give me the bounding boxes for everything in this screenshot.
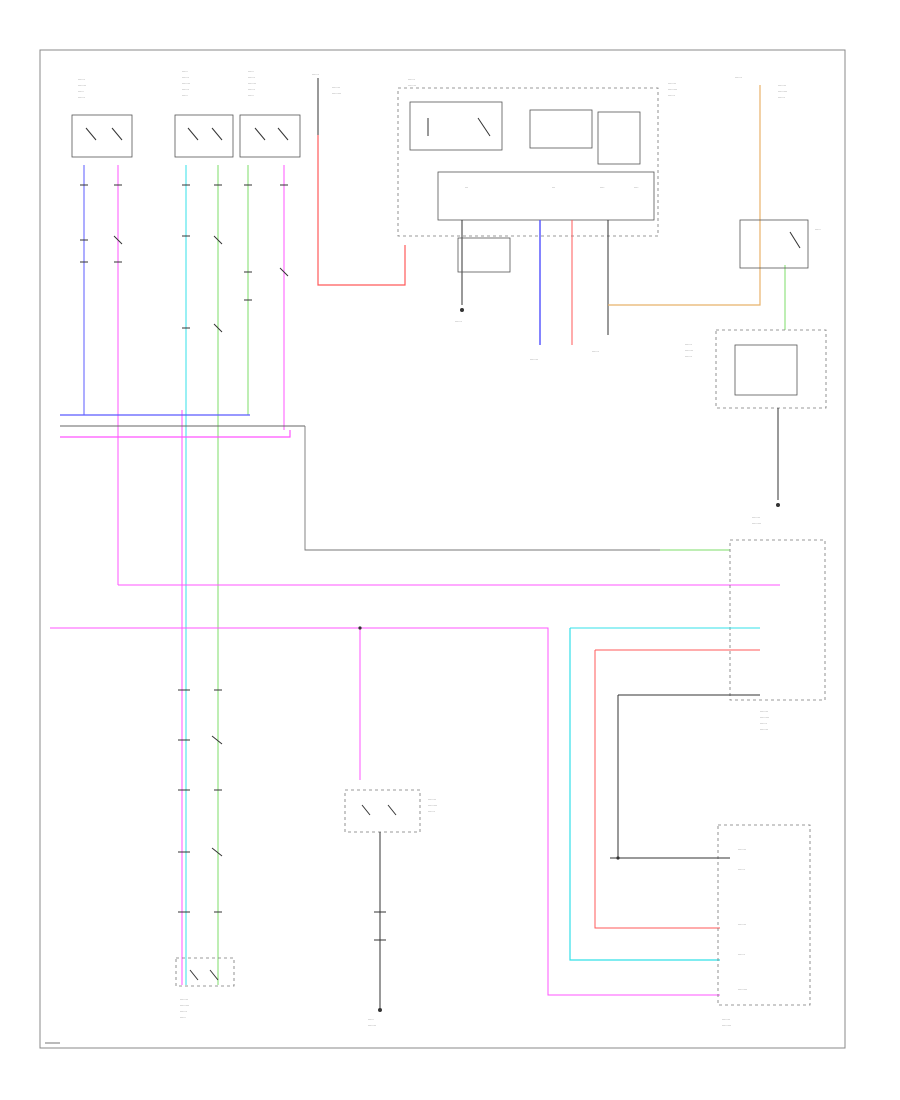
- svg-text:........: ........: [752, 521, 761, 525]
- component-left-2: ..... ...... ....... ...... .....: [174, 69, 234, 158]
- svg-text:.......: .......: [722, 1017, 730, 1021]
- svg-text:.......: .......: [428, 797, 436, 801]
- svg-text:.......: .......: [752, 515, 760, 519]
- svg-text:......: ......: [738, 867, 745, 871]
- svg-text:.......: .......: [182, 81, 190, 85]
- svg-text:......: ......: [182, 75, 189, 79]
- component-top-center: ... ... .... .... ...... ....... .......…: [397, 77, 677, 237]
- svg-text:......: ......: [668, 93, 675, 97]
- svg-text:......: ......: [408, 77, 415, 81]
- svg-text:.....: .....: [180, 1015, 186, 1019]
- svg-text:........: ........: [332, 91, 341, 95]
- component-right-connector: ....... ........ ...... .......: [569, 539, 826, 961]
- svg-text:........: ........: [778, 89, 787, 93]
- wire-red-top: [317, 135, 406, 286]
- svg-text:.......: .......: [778, 83, 786, 87]
- component-right-mid: ...... ....... ...... ....... ........: [685, 329, 827, 525]
- svg-text:....: ....: [600, 185, 604, 189]
- svg-text:.......: .......: [530, 357, 538, 361]
- svg-text:......: ......: [592, 349, 599, 353]
- svg-text:.......: .......: [408, 83, 416, 87]
- svg-text:......: ......: [248, 87, 255, 91]
- component-bottom-left: ....... ........ ...... .....: [175, 957, 235, 1019]
- component-top-right: ..... ...... ....... ........ ......: [735, 75, 821, 269]
- svg-text:.....: .....: [248, 93, 254, 97]
- svg-text:.....: .....: [182, 93, 188, 97]
- svg-text:.......: .......: [180, 997, 188, 1001]
- svg-text:........: ........: [760, 715, 769, 719]
- svg-text:......: ......: [248, 75, 255, 79]
- svg-text:.......: .......: [668, 81, 676, 85]
- svg-text:......: ......: [738, 952, 745, 956]
- svg-text:......: ......: [455, 319, 462, 323]
- component-bottom-middle: ....... ........ ...... ..... .......: [344, 789, 437, 1027]
- svg-text:.....: .....: [815, 227, 821, 231]
- svg-text:.....: .....: [78, 89, 84, 93]
- svg-text:.......: .......: [685, 348, 693, 352]
- svg-text:......: ......: [182, 87, 189, 91]
- wire-gray-long: [304, 426, 730, 551]
- diagram-frame: [39, 49, 846, 1049]
- component-left-1: ...... ....... ..... ......: [71, 77, 133, 158]
- svg-text:......: ......: [760, 721, 767, 725]
- svg-text:........: ........: [180, 1003, 189, 1007]
- svg-text:.......: .......: [368, 1023, 376, 1027]
- fuse-top: ...... ....... ........: [312, 72, 341, 135]
- svg-text:........: ........: [668, 87, 677, 91]
- connectors-left: [80, 184, 289, 333]
- svg-text:.....: .....: [248, 69, 254, 73]
- svg-text:.......: .......: [738, 847, 746, 851]
- svg-text:........: ........: [738, 987, 747, 991]
- center-connectors: ...... ....... ......: [455, 220, 609, 361]
- svg-text:......: ......: [778, 95, 785, 99]
- svg-text:......: ......: [312, 72, 319, 76]
- svg-text:.......: .......: [78, 83, 86, 87]
- svg-text:.......: .......: [248, 81, 256, 85]
- svg-text:.......: .......: [738, 922, 746, 926]
- svg-text:........: ........: [722, 1023, 731, 1027]
- svg-text:......: ......: [428, 809, 435, 813]
- svg-text:.......: .......: [760, 709, 768, 713]
- svg-text:...: ...: [465, 185, 468, 189]
- svg-text:......: ......: [180, 1009, 187, 1013]
- svg-text:.......: .......: [332, 85, 340, 89]
- wire-orange: [608, 85, 761, 306]
- svg-text:......: ......: [685, 354, 692, 358]
- svg-text:........: ........: [428, 803, 437, 807]
- component-left-3: ..... ...... ....... ...... .....: [239, 69, 301, 158]
- svg-text:...: ...: [552, 185, 555, 189]
- svg-text:......: ......: [685, 342, 692, 346]
- wire-magenta-mid: [50, 627, 720, 996]
- svg-text:......: ......: [78, 95, 85, 99]
- svg-text:......: ......: [735, 75, 742, 79]
- svg-text:.......: .......: [760, 727, 768, 731]
- svg-text:....: ....: [634, 185, 638, 189]
- connectors-bottom-left: [178, 689, 223, 913]
- svg-text:.....: .....: [368, 1017, 374, 1021]
- svg-text:......: ......: [78, 77, 85, 81]
- svg-text:.....: .....: [182, 69, 188, 73]
- component-bottom-right: ....... ...... ....... ...... ........ .…: [610, 824, 811, 1027]
- bus-magenta: [60, 430, 291, 438]
